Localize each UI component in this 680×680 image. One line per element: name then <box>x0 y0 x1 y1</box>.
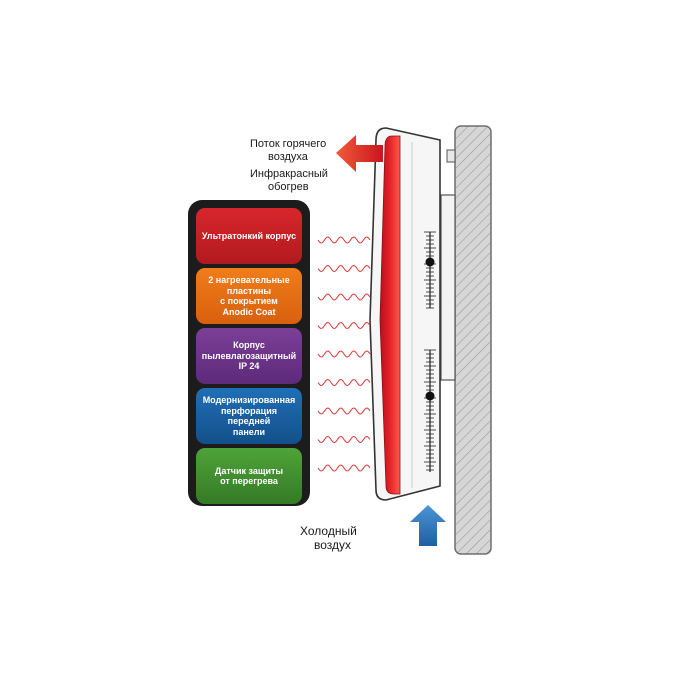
feature-heating-plates: 2 нагревательные пластины с покрытием An… <box>196 268 302 324</box>
heat-wave <box>317 378 371 387</box>
heat-wave <box>317 321 371 330</box>
heat-wave <box>317 407 371 415</box>
cold-air-arrow <box>410 505 446 546</box>
feature-ip24-body: Корпус пылевлагозащитный IP 24 <box>196 328 302 384</box>
hot-air-label-line1: Поток горячего <box>250 138 327 150</box>
heat-waves <box>317 236 371 472</box>
hot-air-label-line2: воздуха <box>268 151 308 163</box>
feature-label: Модернизированная перфорация передней па… <box>202 395 296 437</box>
cold-air-label-line2: воздух <box>314 538 352 552</box>
infrared-label-line1: Инфракрасный <box>250 168 328 180</box>
feature-ultrathin-body: Ультратонкий корпус <box>196 208 302 264</box>
mounting-bracket <box>440 149 456 381</box>
heat-wave <box>317 464 371 472</box>
heat-wave <box>317 236 371 244</box>
thermostat-scales <box>424 231 436 472</box>
feature-front-perforation: Модернизированная перфорация передней па… <box>196 388 302 444</box>
infrared-label-line2: обогрев <box>268 181 309 193</box>
cold-air-label: Холодный воздух <box>300 524 400 552</box>
thermostat-knob <box>425 391 435 401</box>
hot-air-arrow <box>336 135 383 172</box>
features-panel: Ультратонкий корпус 2 нагревательные пла… <box>188 200 310 506</box>
heat-wave <box>317 435 371 444</box>
heat-wave <box>317 350 371 358</box>
thermostat-knob <box>425 257 435 267</box>
hot-air-label: Поток горячего воздуха <box>250 138 390 164</box>
wall <box>454 125 492 555</box>
feature-label: Корпус пылевлагозащитный IP 24 <box>201 340 297 372</box>
heat-wave <box>317 264 371 273</box>
feature-label: Ультратонкий корпус <box>201 230 297 241</box>
heat-wave <box>317 293 371 301</box>
heater-body <box>369 127 441 501</box>
feature-label: 2 нагревательные пластины с покрытием An… <box>208 275 290 317</box>
feature-label: Датчик защиты от перегрева <box>214 465 284 487</box>
cold-air-label-line1: Холодный <box>300 524 357 538</box>
feature-overheat-sensor: Датчик защиты от перегрева <box>196 448 302 504</box>
infrared-label: Инфракрасный обогрев <box>250 168 390 194</box>
